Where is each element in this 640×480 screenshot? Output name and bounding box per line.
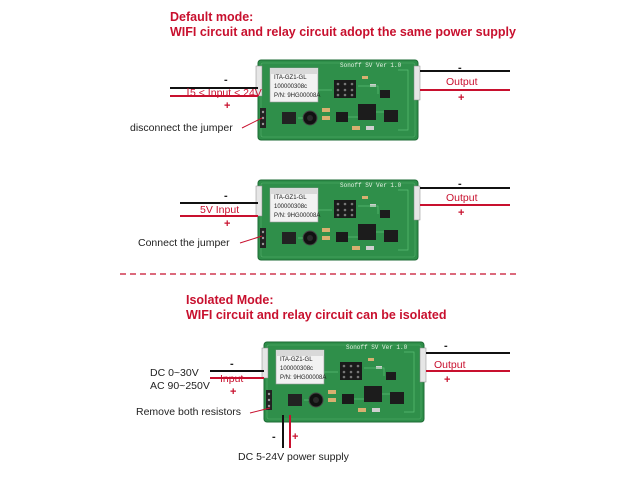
input-wires-1 — [170, 87, 258, 97]
input-minus-2: - — [224, 190, 228, 202]
input-minus-3: - — [230, 358, 234, 370]
input-label-2: 5V Input — [200, 204, 240, 216]
output-wires-3 — [426, 352, 510, 372]
input-plus-2: + — [224, 218, 231, 230]
power-supply-label: DC 5-24V power supply — [238, 451, 349, 463]
input-wires-2 — [180, 202, 258, 217]
output-label-3: Output — [434, 359, 466, 371]
jumper-label-1: disconnect the jumper — [130, 122, 233, 134]
board-title-3: Sonoff SV Ver 1.0 — [346, 344, 408, 351]
output-plus-2: + — [458, 207, 465, 219]
isolated-mode-subtitle: WIFI circuit and relay circuit can be is… — [186, 308, 447, 322]
module-label-3a: ITA-GZ1-GL — [280, 357, 313, 363]
resistor-pointer — [249, 407, 271, 414]
jumper-pointer-1 — [241, 117, 263, 129]
output-label-2: Output — [446, 192, 478, 204]
output-wires-1 — [420, 70, 510, 91]
pcb-board-2 — [255, 179, 421, 261]
output-wires-2 — [420, 187, 510, 206]
jumper-label-2: Connect the jumper — [138, 237, 230, 249]
output-minus-3: - — [444, 340, 448, 352]
default-mode-title: Default mode: — [170, 10, 254, 24]
dc-input-label: DC 0~30V — [150, 367, 199, 379]
module-label-1c: P/N: 9HG00008A — [274, 93, 321, 99]
input-wires-3 — [210, 370, 264, 379]
module-label-3b: 100000308c — [280, 366, 314, 372]
output-label-1: Output — [446, 76, 478, 88]
jumper-pointer-2 — [239, 235, 263, 244]
input-label-1: 5 < Input < 24V — [190, 87, 262, 99]
pcb-board-1 — [255, 59, 421, 141]
module-label-1a: ITA-GZ1-GL — [274, 75, 307, 81]
power-minus: - — [272, 431, 276, 443]
default-mode-subtitle: WIFI circuit and relay circuit adopt the… — [170, 25, 516, 39]
module-label-2b: 100000308c — [274, 204, 308, 210]
input-plus-3: + — [230, 386, 237, 398]
module-label-1b: 100000308c — [274, 84, 308, 90]
input-minus-1: - — [224, 74, 228, 86]
module-label-3c: P/N: 9HG00008A — [280, 375, 327, 381]
output-minus-1: - — [458, 62, 462, 74]
output-plus-1: + — [458, 92, 465, 104]
power-plus: + — [292, 431, 299, 443]
module-label-2c: P/N: 9HG00008A — [274, 213, 321, 219]
power-supply-wires — [282, 415, 291, 448]
output-plus-3: + — [444, 374, 451, 386]
output-minus-2: - — [458, 178, 462, 190]
ac-input-label: AC 90~250V — [150, 380, 210, 392]
input-label-3: Input — [220, 373, 244, 385]
input-plus-1: + — [224, 100, 231, 112]
board-title-1: Sonoff SV Ver 1.0 — [340, 62, 402, 69]
board-title-2: Sonoff SV Ver 1.0 — [340, 182, 402, 189]
module-label-2a: ITA-GZ1-GL — [274, 195, 307, 201]
isolated-mode-title: Isolated Mode: — [186, 293, 274, 307]
remove-resistors-label: Remove both resistors — [136, 406, 242, 418]
pcb-board-3 — [261, 341, 427, 423]
